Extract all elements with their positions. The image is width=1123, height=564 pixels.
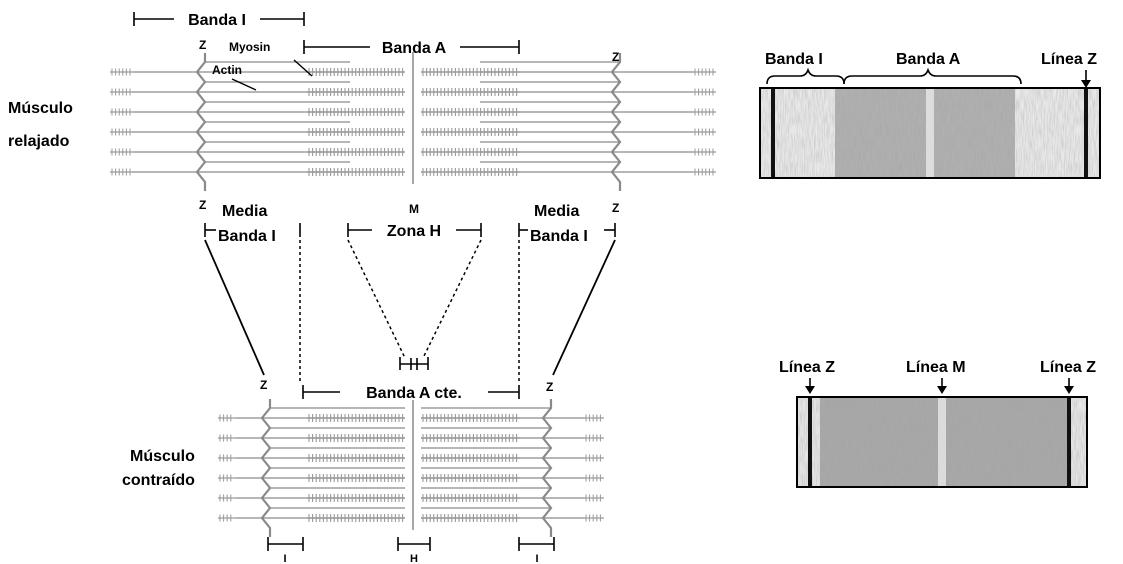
contraction-guides [205, 240, 615, 382]
relaxed-myosin-left-heads [309, 108, 403, 116]
micro-band-i-label: Banda I [765, 51, 823, 68]
contracted-filaments [218, 399, 604, 537]
relaxed-sarcomere [110, 52, 716, 191]
micro-line-m-label: Línea M [906, 359, 966, 376]
relaxed-myosin-right-heads [423, 148, 517, 156]
z-label-top-left: Z [199, 38, 206, 52]
half-i-right-line2: Banda I [530, 228, 588, 245]
contracted-myosin-right-heads [423, 414, 517, 422]
h-label: H [410, 553, 418, 564]
contracted-myosin-left-heads [309, 454, 403, 462]
contracted-myosin-left-heads [309, 474, 403, 482]
micrograph-contracted [797, 397, 1087, 487]
i-label-left: I [283, 553, 286, 564]
contracted-myosin-left-heads [309, 434, 403, 442]
contracted-muscle-label-line2: contraído [122, 472, 195, 489]
micrograph-relaxed [760, 88, 1100, 178]
contracted-muscle-label-line1: Músculo [130, 448, 195, 465]
band-i-label: Banda I [188, 12, 246, 29]
actin-pointer [232, 79, 256, 90]
relaxed-myosin-right-heads [423, 108, 517, 116]
contracted-myosin-left-heads [309, 494, 403, 502]
contracted-myosin-right-heads [423, 434, 517, 442]
z-label-contracted-left: Z [260, 378, 267, 392]
contracted-myosin-left-heads [309, 414, 403, 422]
micro-line-z-arrow [1081, 70, 1091, 88]
half-i-right-line1: Media [534, 203, 579, 220]
relaxed-z-disc-left [197, 53, 205, 191]
micro-band-a-label: Banda A [896, 51, 961, 68]
band-a-label: Banda A [382, 40, 447, 57]
relaxed-myosin-left-heads [309, 88, 403, 96]
i-label-right: I [535, 553, 538, 564]
relaxed-myosin-right-heads [423, 68, 517, 76]
micro-line-z-right-label: Línea Z [1040, 359, 1096, 376]
relaxed-myosin-right-heads [423, 88, 517, 96]
relaxed-muscle-label-line2: relajado [8, 133, 70, 150]
micro-band-a-brace [844, 70, 1021, 84]
zone-h-small-bracket [400, 357, 428, 370]
contracted-z-disc-left [262, 399, 270, 537]
zone-h-label: Zona H [387, 223, 441, 240]
z-label-bottom-right: Z [612, 201, 619, 215]
relaxed-myosin-left-heads [309, 148, 403, 156]
half-i-left-line2: Banda I [218, 228, 276, 245]
contracted-myosin-right-heads [423, 474, 517, 482]
m-label: M [409, 202, 419, 216]
relaxed-myosin-left-heads [309, 128, 403, 136]
contracted-sarcomere [218, 399, 604, 537]
half-i-left-line1: Media [222, 203, 267, 220]
z-label-contracted-right: Z [546, 380, 553, 394]
z-label-bottom-left: Z [199, 198, 206, 212]
relaxed-myosin-left-heads [309, 168, 403, 176]
micro-arrows [805, 378, 1074, 394]
contracted-myosin-right-heads [423, 514, 517, 522]
relaxed-myosin-right-heads [423, 128, 517, 136]
micro-line-z-label: Línea Z [1041, 51, 1097, 68]
micro-band-i-brace [767, 70, 844, 84]
bottom-brackets [268, 537, 554, 551]
relaxed-myosin-left-heads [309, 68, 403, 76]
z-label-top-right: Z [612, 50, 619, 64]
micro-line-z-left-label: Línea Z [779, 359, 835, 376]
contracted-myosin-right-heads [423, 454, 517, 462]
actin-label: Actin [212, 63, 242, 77]
myosin-label: Myosin [229, 40, 270, 54]
relaxed-myosin-right-heads [423, 168, 517, 176]
contracted-myosin-left-heads [309, 514, 403, 522]
contracted-myosin-right-heads [423, 494, 517, 502]
relaxed-muscle-label-line1: Músculo [8, 100, 73, 117]
band-a-const-label: Banda A cte. [366, 385, 462, 402]
